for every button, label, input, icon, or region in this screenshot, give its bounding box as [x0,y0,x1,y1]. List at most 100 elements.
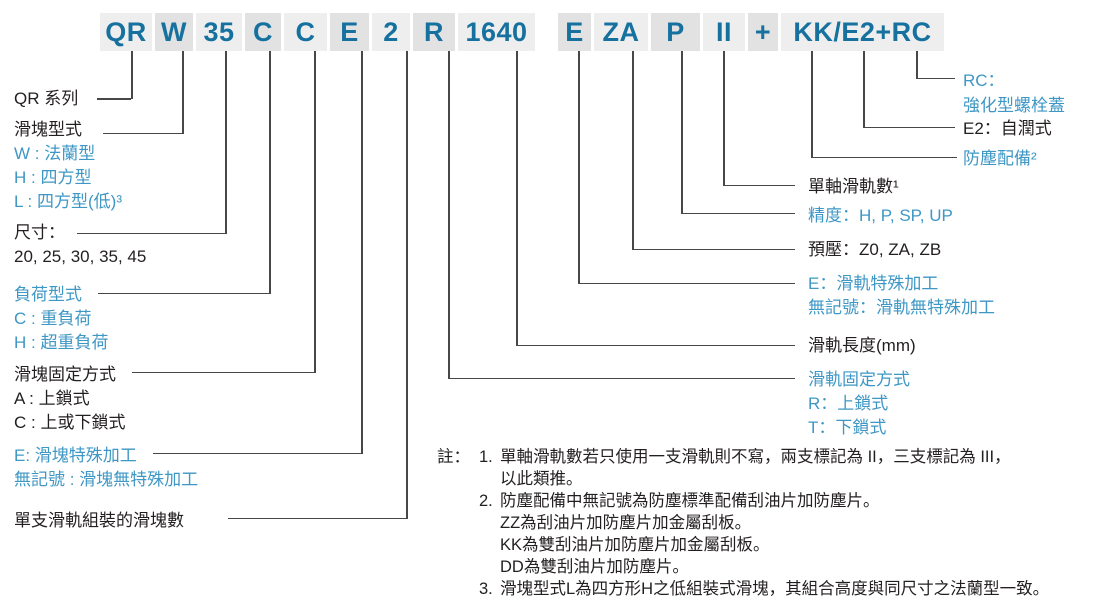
code-segment-w: W [155,13,193,51]
connector-line [182,51,184,134]
connector-line [632,51,634,250]
connector-line [269,51,271,294]
connector-line [578,51,580,284]
connector-line [77,232,225,234]
e2-title: E2：自潤式 [963,119,1052,138]
notes-items: 1. 單軸滑軌數若只使用一支滑軌則不寫，兩支標記為 II，三支標記為 III， … [479,446,1049,600]
load-type-option: C : 重負荷 [14,309,92,328]
label-block-special: E: 滑塊特殊加工 無記號 : 滑塊無特殊加工 [14,444,198,492]
note-line: DD為雙刮油片加防塵片。 [500,558,689,576]
connector-line [723,184,795,186]
series-title: QR 系列 [14,89,79,108]
note-line: 單軸滑軌數若只使用一支滑軌則不寫，兩支標記為 II，三支標記為 III， [500,448,1011,466]
note-line: ZZ為刮油片加防塵片加金屬刮板。 [500,514,752,532]
connector-line [98,292,269,294]
code-segment-za: ZA [594,13,648,51]
precision-title: 精度：H, P, SP, UP [808,206,953,225]
note-item-3: 3. 滑塊型式L為四方形H之低組裝式滑塊，其組合高度與同尺寸之法蘭型一致。 [479,578,1049,600]
rail-mounting-option: T：下鎖式 [808,418,887,437]
note-number: 3. [479,580,493,598]
note-line: KK為雙刮油片加防塵片加金屬刮板。 [500,536,770,554]
size-title: 尺寸： [14,223,65,242]
code-segment-c1: C [245,13,281,51]
code-segment-1640: 1640 [458,13,535,51]
block-special-title: E: 滑塊特殊加工 [14,446,137,465]
rail-special-line: 無記號：滑軌無特殊加工 [808,298,995,317]
connector-line [516,344,795,346]
label-size: 尺寸： 20, 25, 30, 35, 45 [14,221,146,269]
code-segment-35: 35 [196,13,242,51]
rail-mounting-title: 滑軌固定方式 [808,370,910,389]
label-series: QR 系列 [14,87,78,111]
label-rails-number: 單軸滑軌數¹ [808,175,899,199]
size-values: 20, 25, 30, 35, 45 [14,247,147,266]
note-item-2: 2. 防塵配備中無記號為防塵標準配備刮油片加防塵片。 ZZ為刮油片加防塵片加金屬… [479,490,1049,578]
block-type-option: L : 四方型(低)³ [14,192,122,211]
label-dust: 防塵配備² [963,147,1037,171]
block-type-title: 滑塊型式 [14,120,82,139]
block-mounting-option: A : 上鎖式 [14,389,90,408]
label-rail-special: E：滑軌特殊加工 無記號：滑軌無特殊加工 [808,272,995,320]
connector-line [132,371,314,373]
connector-line [448,51,450,379]
label-precision: 精度：H, P, SP, UP [808,204,953,228]
label-rail-mounting: 滑軌固定方式 R：上鎖式 T：下鎖式 [808,368,910,440]
label-block-type: 滑塊型式 W : 法蘭型 H : 四方型 L : 四方型(低)³ [14,118,122,214]
code-segment-ii: II [703,13,745,51]
note-item-1: 1. 單軸滑軌數若只使用一支滑軌則不寫，兩支標記為 II，三支標記為 III， … [479,446,1049,490]
block-type-option: W : 法蘭型 [14,144,96,163]
connector-line [863,126,955,128]
label-load-type: 負荷型式 C : 重負荷 H : 超重負荷 [14,283,108,355]
preload-title: 預壓：Z0, ZA, ZB [808,240,942,259]
load-type-title: 負荷型式 [14,285,82,304]
label-block-mounting: 滑塊固定方式 A : 上鎖式 C : 上或下鎖式 [14,363,125,435]
rail-special-line: E：滑軌特殊加工 [808,274,939,293]
notes-prefix: 註： [437,448,470,466]
rail-length-title: 滑軌長度(mm) [808,336,916,355]
code-segment-plus: + [748,13,778,51]
code-segment-c2: C [284,13,327,51]
label-blocks-per-rail: 單支滑軌組裝的滑塊數 [14,509,184,533]
note-line: 防塵配備中無記號為防塵標準配備刮油片加防塵片。 [500,492,880,510]
code-segment-qr: QR [100,13,152,51]
rail-mounting-option: R：上鎖式 [808,394,889,413]
connector-line [131,51,133,99]
connector-line [314,51,316,373]
note-number: 2. [479,492,493,510]
label-e2: E2：自潤式 [963,117,1052,141]
code-segment-r: R [413,13,455,51]
block-type-option: H : 四方型 [14,168,92,187]
note-line: 滑塊型式L為四方形H之低組裝式滑塊，其組合高度與同尺寸之法蘭型一致。 [500,580,1050,598]
connector-line [632,248,795,250]
code-segment-e2: E [558,13,591,51]
label-preload: 預壓：Z0, ZA, ZB [808,238,941,262]
connector-line [578,282,795,284]
block-special-option: 無記號 : 滑塊無特殊加工 [14,470,199,489]
connector-line [916,51,918,79]
code-segment-p: P [651,13,700,51]
block-mounting-option: C : 上或下鎖式 [14,413,126,432]
connector-line [97,98,131,100]
code-segment-2: 2 [372,13,410,51]
connector-line [103,132,182,134]
code-segment-e1: E [330,13,369,51]
connector-line [406,51,408,519]
connector-line [681,51,683,214]
dust-title: 防塵配備² [963,149,1037,168]
label-rc: RC： 強化型螺栓蓋 [963,68,1065,118]
connector-line [681,212,795,214]
rc-line: 強化型螺栓蓋 [963,96,1065,115]
note-line: 以此類推。 [500,470,583,488]
connector-line [916,77,955,79]
block-mounting-title: 滑塊固定方式 [14,365,116,384]
connector-line [153,452,361,454]
connector-line [811,51,813,158]
rc-line: RC： [963,71,1005,90]
connector-line [228,517,406,519]
note-number: 1. [479,448,493,466]
blocks-per-rail-title: 單支滑軌組裝的滑塊數 [14,511,184,530]
connector-line [361,51,363,454]
connector-line [516,51,518,346]
connector-line [448,377,795,379]
